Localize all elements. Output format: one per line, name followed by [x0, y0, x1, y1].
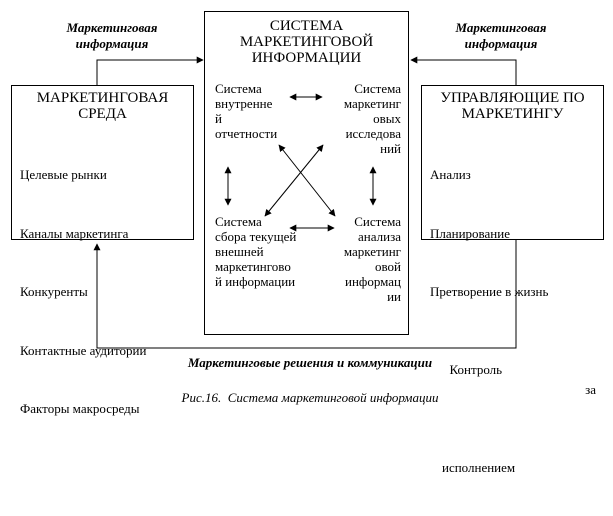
marketing-managers-title: УПРАВЛЯЮЩИЕ ПО МАРКЕТИНГУ [440, 90, 585, 122]
figure-caption: Рис.16. Система маркетинговой информации [181, 390, 439, 405]
managers-item: Планирование [430, 225, 510, 241]
managers-item-control-cont: исполнением [442, 459, 516, 475]
marketing-managers-list: Анализ Планирование Претворение в жизнь … [430, 126, 596, 516]
arrow-managers-to-mis [410, 56, 517, 85]
managers-item-control: Контроль за [430, 341, 597, 419]
diagram-connectors [93, 56, 517, 349]
right-arrow-label: Маркетинговая информация [455, 20, 547, 51]
left-arrow-label: Маркетинговая информация [66, 20, 158, 51]
marketing-analysis-system: Система анализа маркетинг овой информац … [343, 214, 401, 304]
arrow-env-to-mis [96, 56, 204, 85]
internal-reports-system: Система внутренне й отчетности [215, 81, 278, 141]
managers-item-control-left: Контроль [449, 362, 503, 377]
environment-item: Целевые рынки [20, 167, 107, 182]
marketing-information-system-box: СИСТЕМА МАРКЕТИНГОВОЙ ИНФОРМАЦИИ Система… [204, 11, 409, 335]
environment-item: Факторы макросреды [20, 401, 140, 416]
marketing-research-system: Система маркетинг овых исследова ний [343, 81, 401, 156]
marketing-intelligence-system: Система сбора текущей внешней маркетинго… [215, 214, 297, 289]
managers-item: Претворение в жизнь [430, 284, 549, 299]
environment-item: Контактные аудитории [20, 342, 147, 358]
marketing-environment-box: МАРКЕТИНГОВАЯ СРЕДА Целевые рынки Каналы… [11, 85, 194, 416]
environment-item: Каналы маркетинга [20, 225, 129, 241]
managers-item-control-right: за [585, 381, 596, 397]
mis-title: СИСТЕМА МАРКЕТИНГОВОЙ ИНФОРМАЦИИ [239, 18, 374, 66]
marketing-environment-list: Целевые рынки Каналы маркетинга Конкурен… [20, 126, 146, 458]
marketing-managers-box: УПРАВЛЯЮЩИЕ ПО МАРКЕТИНГУ Анализ Планиро… [421, 85, 604, 475]
environment-item: Конкуренты [20, 284, 88, 299]
marketing-environment-title: МАРКЕТИНГОВАЯ СРЕДА [36, 90, 169, 122]
arrow-decisions-to-env [93, 239, 517, 349]
arrow-research-intel [264, 144, 324, 217]
managers-item: Анализ [430, 167, 471, 182]
bottom-arrow-label: Маркетинговые решения и коммуникации [187, 355, 433, 370]
